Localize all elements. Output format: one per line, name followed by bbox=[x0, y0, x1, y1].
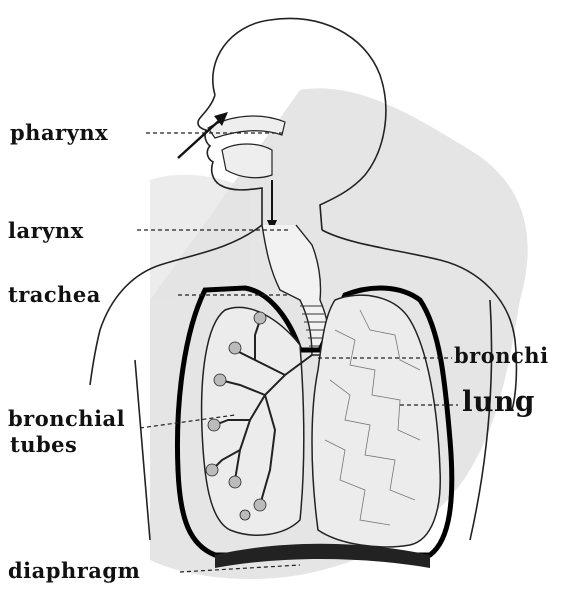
label-diaphragm: diaphragm bbox=[8, 560, 140, 581]
label-lung: lung bbox=[462, 388, 535, 416]
background-shading-left bbox=[150, 175, 250, 300]
label-bronchial-line2: tubes bbox=[10, 434, 77, 455]
label-trachea: trachea bbox=[8, 284, 101, 305]
label-bronchi: bronchi bbox=[454, 345, 549, 366]
label-bronchial-line1: bronchial bbox=[8, 408, 125, 429]
label-pharynx: pharynx bbox=[10, 122, 108, 143]
label-larynx: larynx bbox=[8, 220, 84, 241]
